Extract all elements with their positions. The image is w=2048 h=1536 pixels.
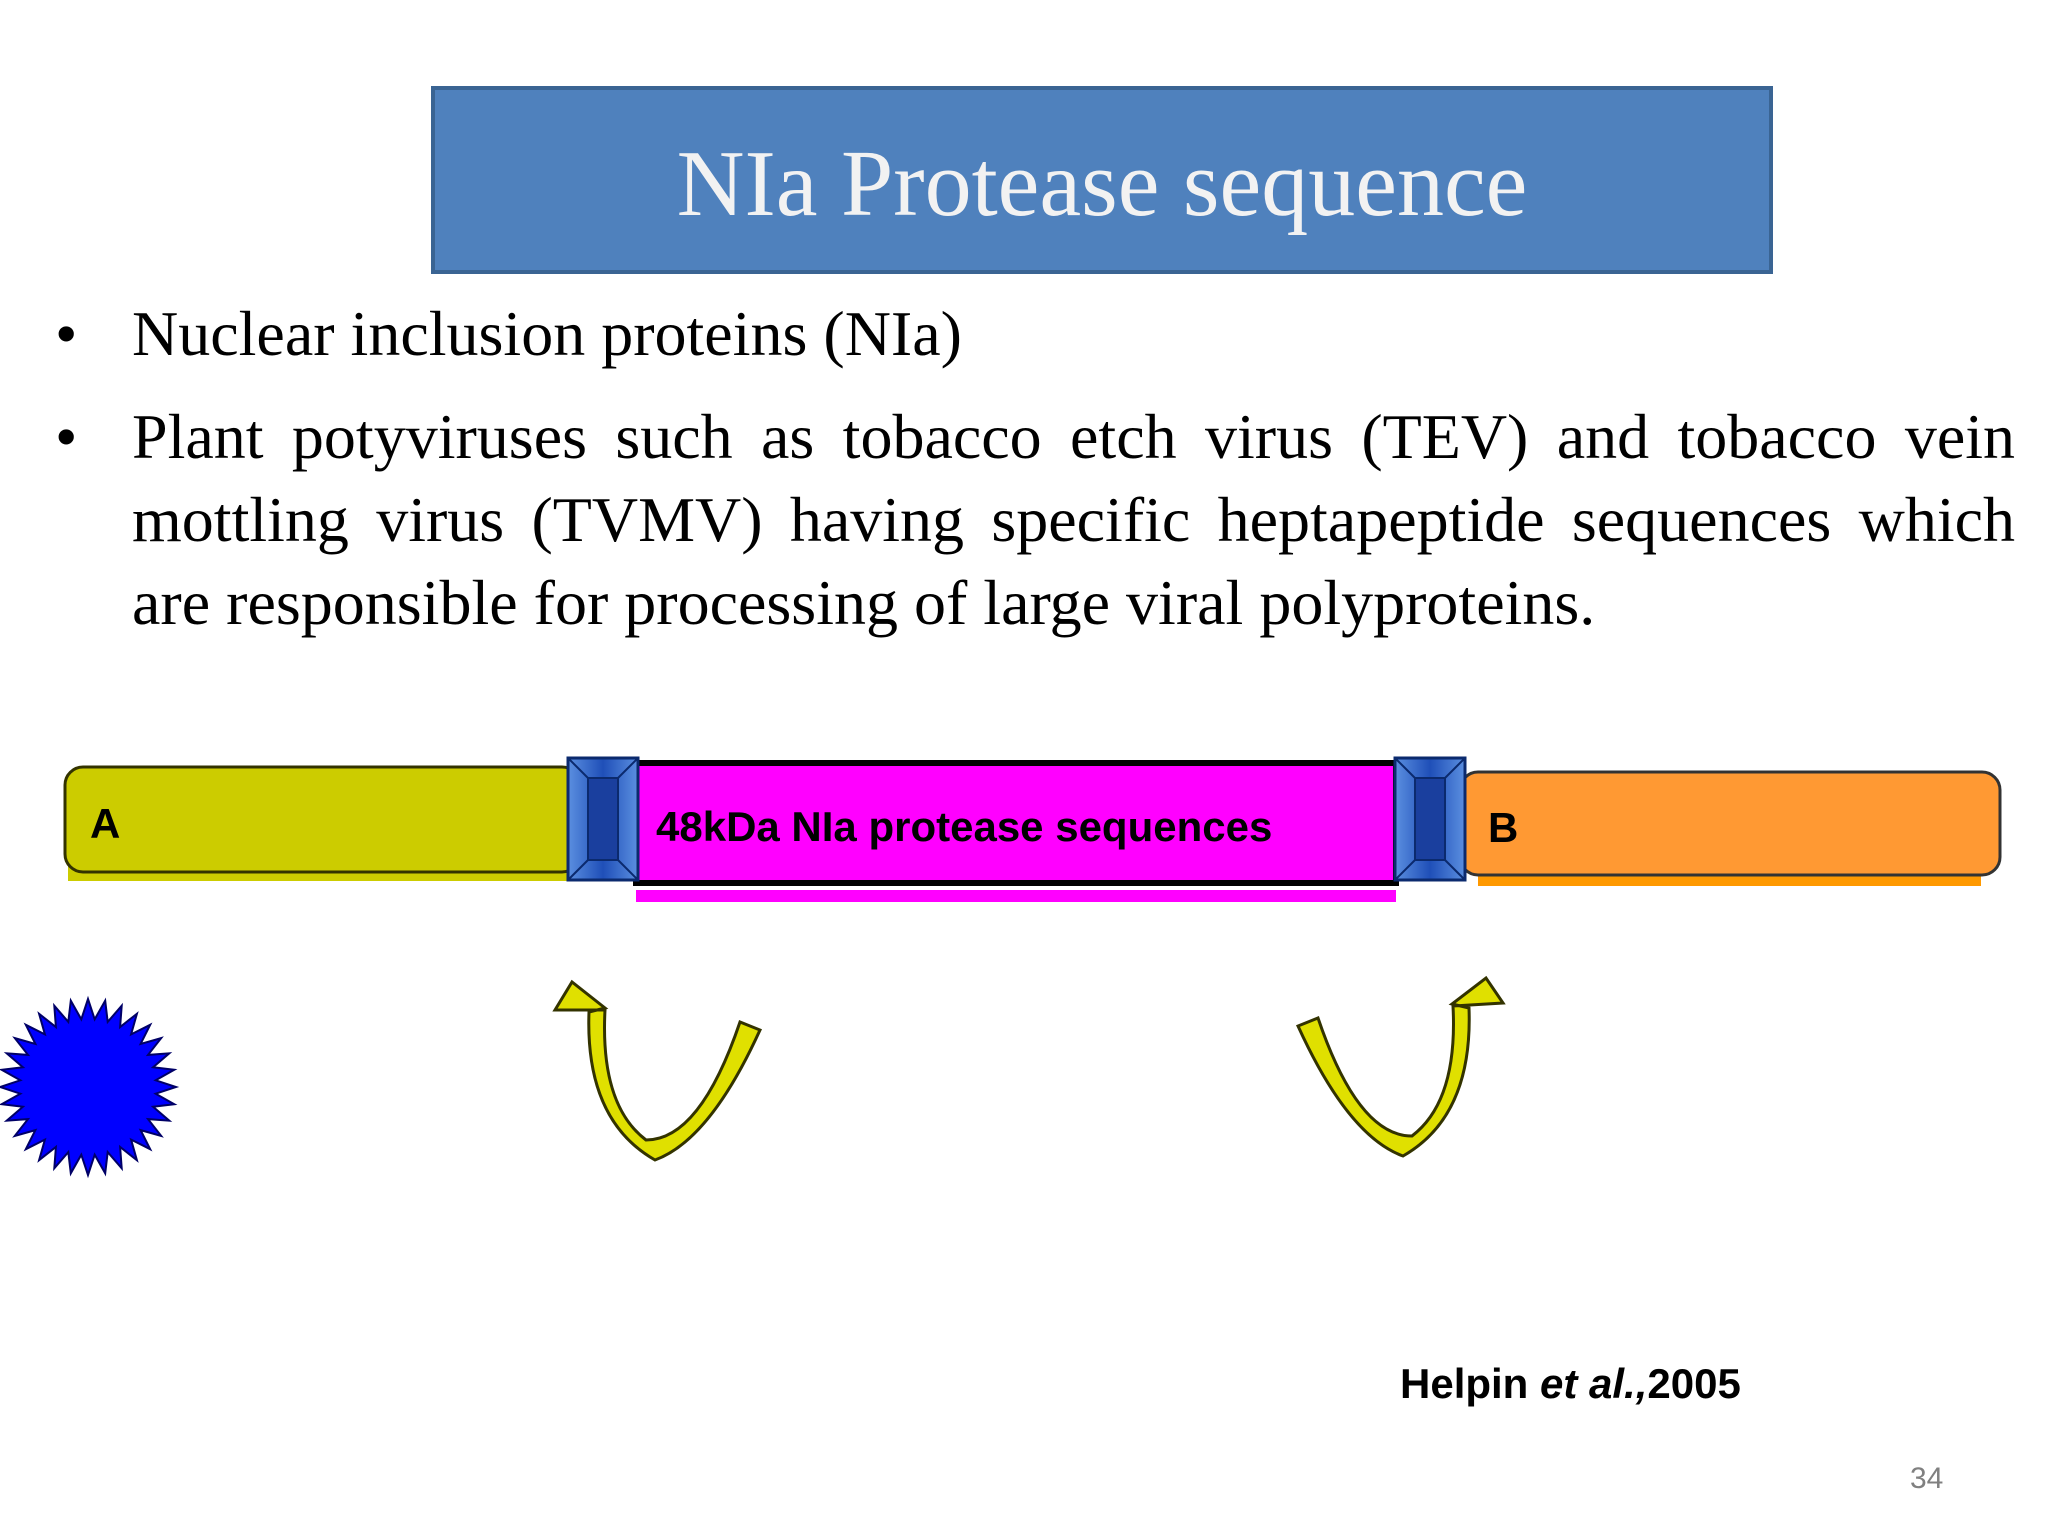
citation-etal: et al., [1540,1360,1648,1407]
segment-a-bar [63,765,582,874]
bullet-dot-icon: • [55,298,78,369]
segment-a-label: A [90,800,120,847]
citation-author: Helpin [1400,1360,1541,1407]
protease-label: 48kDa NIa protease sequences [656,803,1272,850]
bullet-item: • Nuclear inclusion proteins (NIa) [55,292,2015,375]
page-number: 34 [1910,1462,1944,1495]
citation-year: 2005 [1647,1360,1741,1407]
citation: Helpin et al.,2005 [1400,1360,1741,1408]
cleavage-site-right [1393,756,1467,882]
cleavage-arrow-left-icon [552,979,763,1162]
cleavage-site-right-inner [1414,777,1446,861]
protease-shadow [636,890,1396,902]
segment-b-label: B [1488,804,1518,851]
bullet-text: Nuclear inclusion proteins (NIa) [132,298,962,369]
segment-b: B [1458,770,2002,886]
starburst-icon [0,995,180,1179]
title-box: NIa Protease sequence [431,86,1773,274]
bullet-list: • Nuclear inclusion proteins (NIa) • Pla… [55,292,2015,664]
cleavage-site-left [566,756,640,882]
bullet-item: • Plant potyviruses such as tobacco etch… [55,395,2015,644]
cleavage-arrow-right-icon [1295,975,1506,1158]
segment-b-bar [1458,770,2002,877]
protease-bar [633,760,1399,886]
segment-a: A [63,765,582,881]
bullet-dot-icon: • [55,401,78,472]
cleavage-site-left-inner [587,777,619,861]
bullet-text: Plant potyviruses such as tobacco etch v… [132,401,2015,638]
slide-title: NIa Protease sequence [676,132,1528,236]
protease-segment: 48kDa NIa protease sequences [633,760,1399,902]
